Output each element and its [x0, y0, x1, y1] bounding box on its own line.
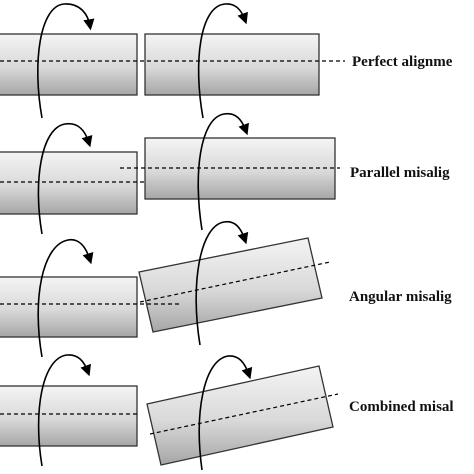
right-shaft [146, 365, 334, 466]
rotation-arrow-icon [197, 112, 249, 231]
row-angular-misalignment: Angular misalig [0, 220, 452, 358]
left-shaft [0, 385, 138, 447]
rotation-arrow-icon [37, 354, 91, 467]
row-label: Angular misalig [349, 289, 452, 305]
left-shaft [0, 276, 138, 338]
right-shaft-axis [139, 261, 331, 303]
row-label: Perfect alignme [352, 54, 453, 70]
rotation-arrow-icon [37, 3, 95, 119]
row-label: Combined misal [349, 399, 454, 415]
left-shaft [0, 33, 138, 96]
rotation-arrow-icon [198, 355, 253, 471]
right-shaft [144, 33, 320, 96]
rotation-arrow-icon [197, 3, 248, 119]
rotation-arrow-icon [37, 122, 93, 235]
rotation-arrow-icon [195, 220, 249, 346]
right-shaft [138, 237, 323, 333]
row-perfect-alignment: Perfect alignme [0, 3, 453, 119]
rotation-arrow-icon [37, 238, 94, 358]
row-label: Parallel misalig [350, 165, 450, 181]
left-shaft [0, 151, 138, 215]
row-parallel-misalignment: Parallel misalig [0, 112, 450, 235]
row-combined-misalignment: Combined misal [0, 354, 454, 471]
